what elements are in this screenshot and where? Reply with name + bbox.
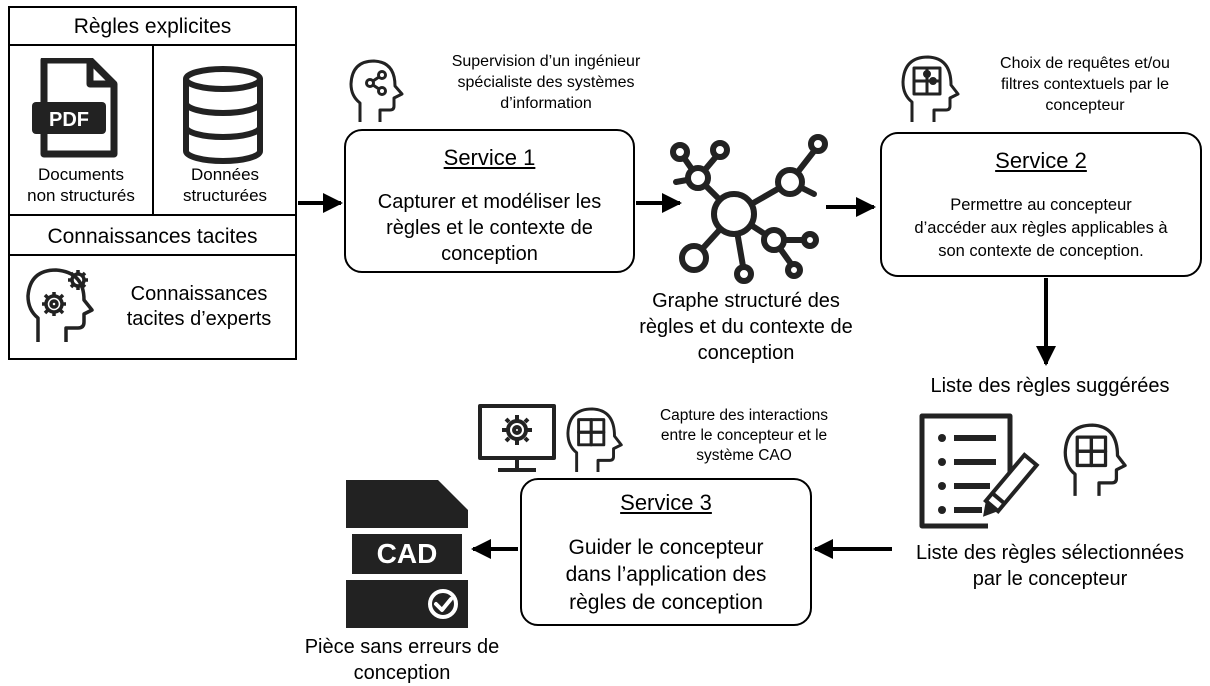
service1-box: Service 1 Capturer et modéliser les règl… [344, 129, 635, 273]
head-puzzle-icon-list [1063, 423, 1127, 496]
structured-data-label: Données structurées [182, 165, 268, 206]
head-gears-icon [26, 268, 94, 342]
head-share-icon [349, 59, 404, 122]
sources-divider-mid [152, 44, 154, 214]
capture-note: Capture des interactions entre le concep… [659, 407, 828, 465]
suggested-rules-label: Liste des règles suggérées [930, 375, 1170, 397]
graph-label: Graphe structuré des règles et du contex… [639, 290, 853, 364]
tacit-knowledge-header: Connaissances tacites [47, 225, 258, 248]
sources-divider-tacit-bottom [8, 254, 297, 256]
output-label: Pièce sans erreurs de conception [304, 636, 500, 684]
service1-title: Service 1 [443, 145, 536, 170]
sources-panel [8, 6, 297, 360]
tacit-experts-label: Connaissances tacites d’experts [126, 283, 272, 330]
explicit-rules-header: Règles explicites [73, 15, 232, 38]
monitor-gear-icon [478, 404, 556, 472]
service3-title: Service 3 [620, 490, 712, 515]
database-icon [183, 66, 263, 164]
service2-body: Permettre au concepteur d’accéder aux rè… [914, 196, 1168, 261]
query-note: Choix de requêtes et/ou filtres contextu… [1000, 55, 1170, 114]
structured-graph-icon [670, 134, 828, 284]
service3-body: Guider le concepteur dans l’application … [565, 536, 767, 614]
pdf-label: PDF [49, 109, 89, 131]
service3-box: Service 3 Guider le concepteur dans l’ap… [520, 478, 812, 626]
cad-label: CAD [376, 538, 438, 569]
pdf-document-icon [32, 58, 118, 158]
cad-file-icon [346, 480, 468, 628]
checklist-pencil-icon [919, 413, 1040, 529]
service2-box: Service 2 Permettre au concepteur d’accé… [880, 132, 1202, 277]
selected-rules-label: Liste des règles sélectionnées par le co… [916, 542, 1184, 590]
service2-title: Service 2 [995, 148, 1087, 173]
head-puzzle-icon-bottom [566, 407, 623, 473]
documents-label: Documents non structurés [27, 165, 135, 206]
service1-body: Capturer et modéliser les règles et le c… [377, 191, 602, 265]
sources-divider-tacit-top [8, 214, 297, 216]
head-puzzle-icon-top [901, 55, 960, 122]
supervision-note: Supervision d’un ingénieur spécialiste d… [451, 53, 641, 112]
